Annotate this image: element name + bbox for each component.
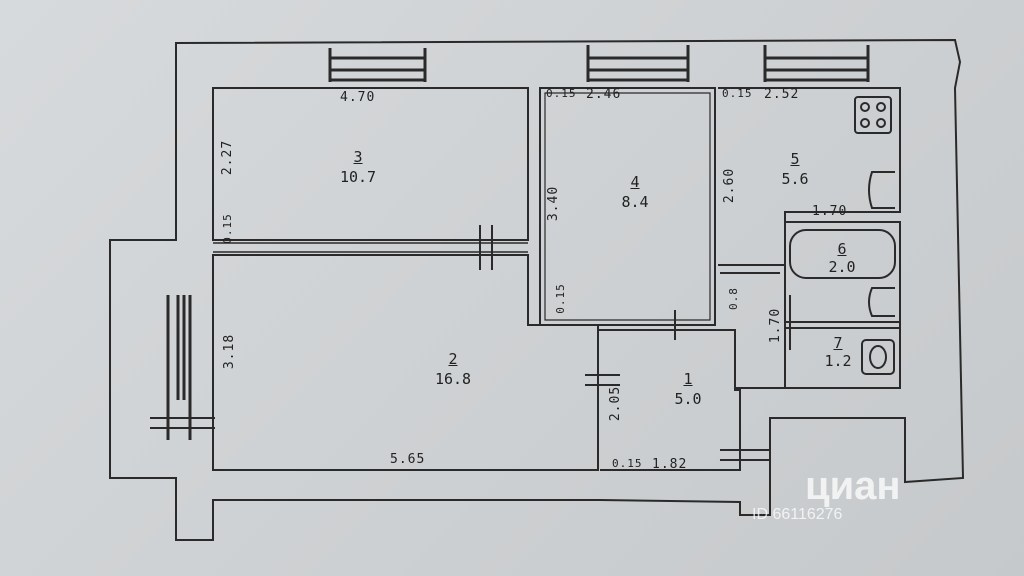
dim-2-60: 2.60 (722, 167, 738, 204)
stove-icon (854, 96, 892, 134)
room-4-area: 8.4 (621, 193, 649, 211)
dim-3-40: 3.40 (546, 185, 562, 222)
sink-icon-bath (868, 287, 895, 317)
window-2 (586, 45, 690, 82)
cian-watermark: циан (805, 464, 901, 508)
dim-0-8: 0.8 (726, 287, 740, 310)
dim-0-15-c: 0.15 (220, 213, 234, 244)
dim-2-27: 2.27 (220, 139, 236, 176)
room-4-wall (539, 87, 716, 326)
corridor-wall (598, 329, 741, 471)
dim-1-70-h: 1.70 (812, 204, 848, 219)
cian-id-watermark: ID 66116276 (752, 506, 843, 523)
room-4-number: 4 (630, 173, 640, 191)
dim-0-15-e: 0.15 (612, 457, 643, 470)
window-4 (166, 295, 192, 440)
sink-icon-kitchen (868, 171, 895, 209)
room-2-number: 2 (448, 350, 458, 368)
bathtub-icon (789, 229, 896, 279)
fixtures (789, 96, 896, 375)
room-5-number: 5 (790, 150, 800, 168)
room-3-wall (212, 87, 529, 241)
dim-1-70-v: 1.70 (768, 307, 784, 344)
bath-wall (784, 221, 901, 389)
room-4-wall-inner (544, 92, 711, 321)
room-3-number: 3 (353, 148, 363, 166)
room-3-area: 10.7 (339, 168, 377, 186)
room-7-area: 1.2 (824, 352, 852, 370)
room-1-number: 1 (683, 370, 693, 388)
room-6-area: 2.0 (828, 258, 856, 276)
dim-4-70: 4.70 (340, 90, 376, 105)
dim-5-65: 5.65 (390, 452, 426, 467)
room-5-area: 5.6 (781, 170, 809, 188)
dim-0-15-b: 0.15 (722, 87, 753, 100)
outer-wall (109, 38, 965, 541)
room-1-area: 5.0 (674, 390, 702, 408)
dim-0-15-a: 0.15 (546, 87, 577, 100)
window-1 (328, 48, 427, 82)
door-marks (150, 225, 791, 461)
room-2-area: 16.8 (434, 370, 472, 388)
dim-2-52: 2.52 (764, 87, 800, 102)
toilet-icon (861, 339, 895, 375)
window-3 (763, 45, 870, 82)
dim-1-82: 1.82 (652, 457, 688, 472)
dim-0-15-d: 0.15 (553, 283, 567, 314)
dim-2-05: 2.05 (608, 385, 624, 422)
room-6-number: 6 (837, 240, 847, 258)
dim-3-18: 3.18 (222, 333, 238, 370)
room-7-number: 7 (833, 334, 843, 352)
dim-2-46: 2.46 (586, 87, 622, 102)
room-2-wall (212, 254, 599, 471)
windows (166, 45, 870, 440)
